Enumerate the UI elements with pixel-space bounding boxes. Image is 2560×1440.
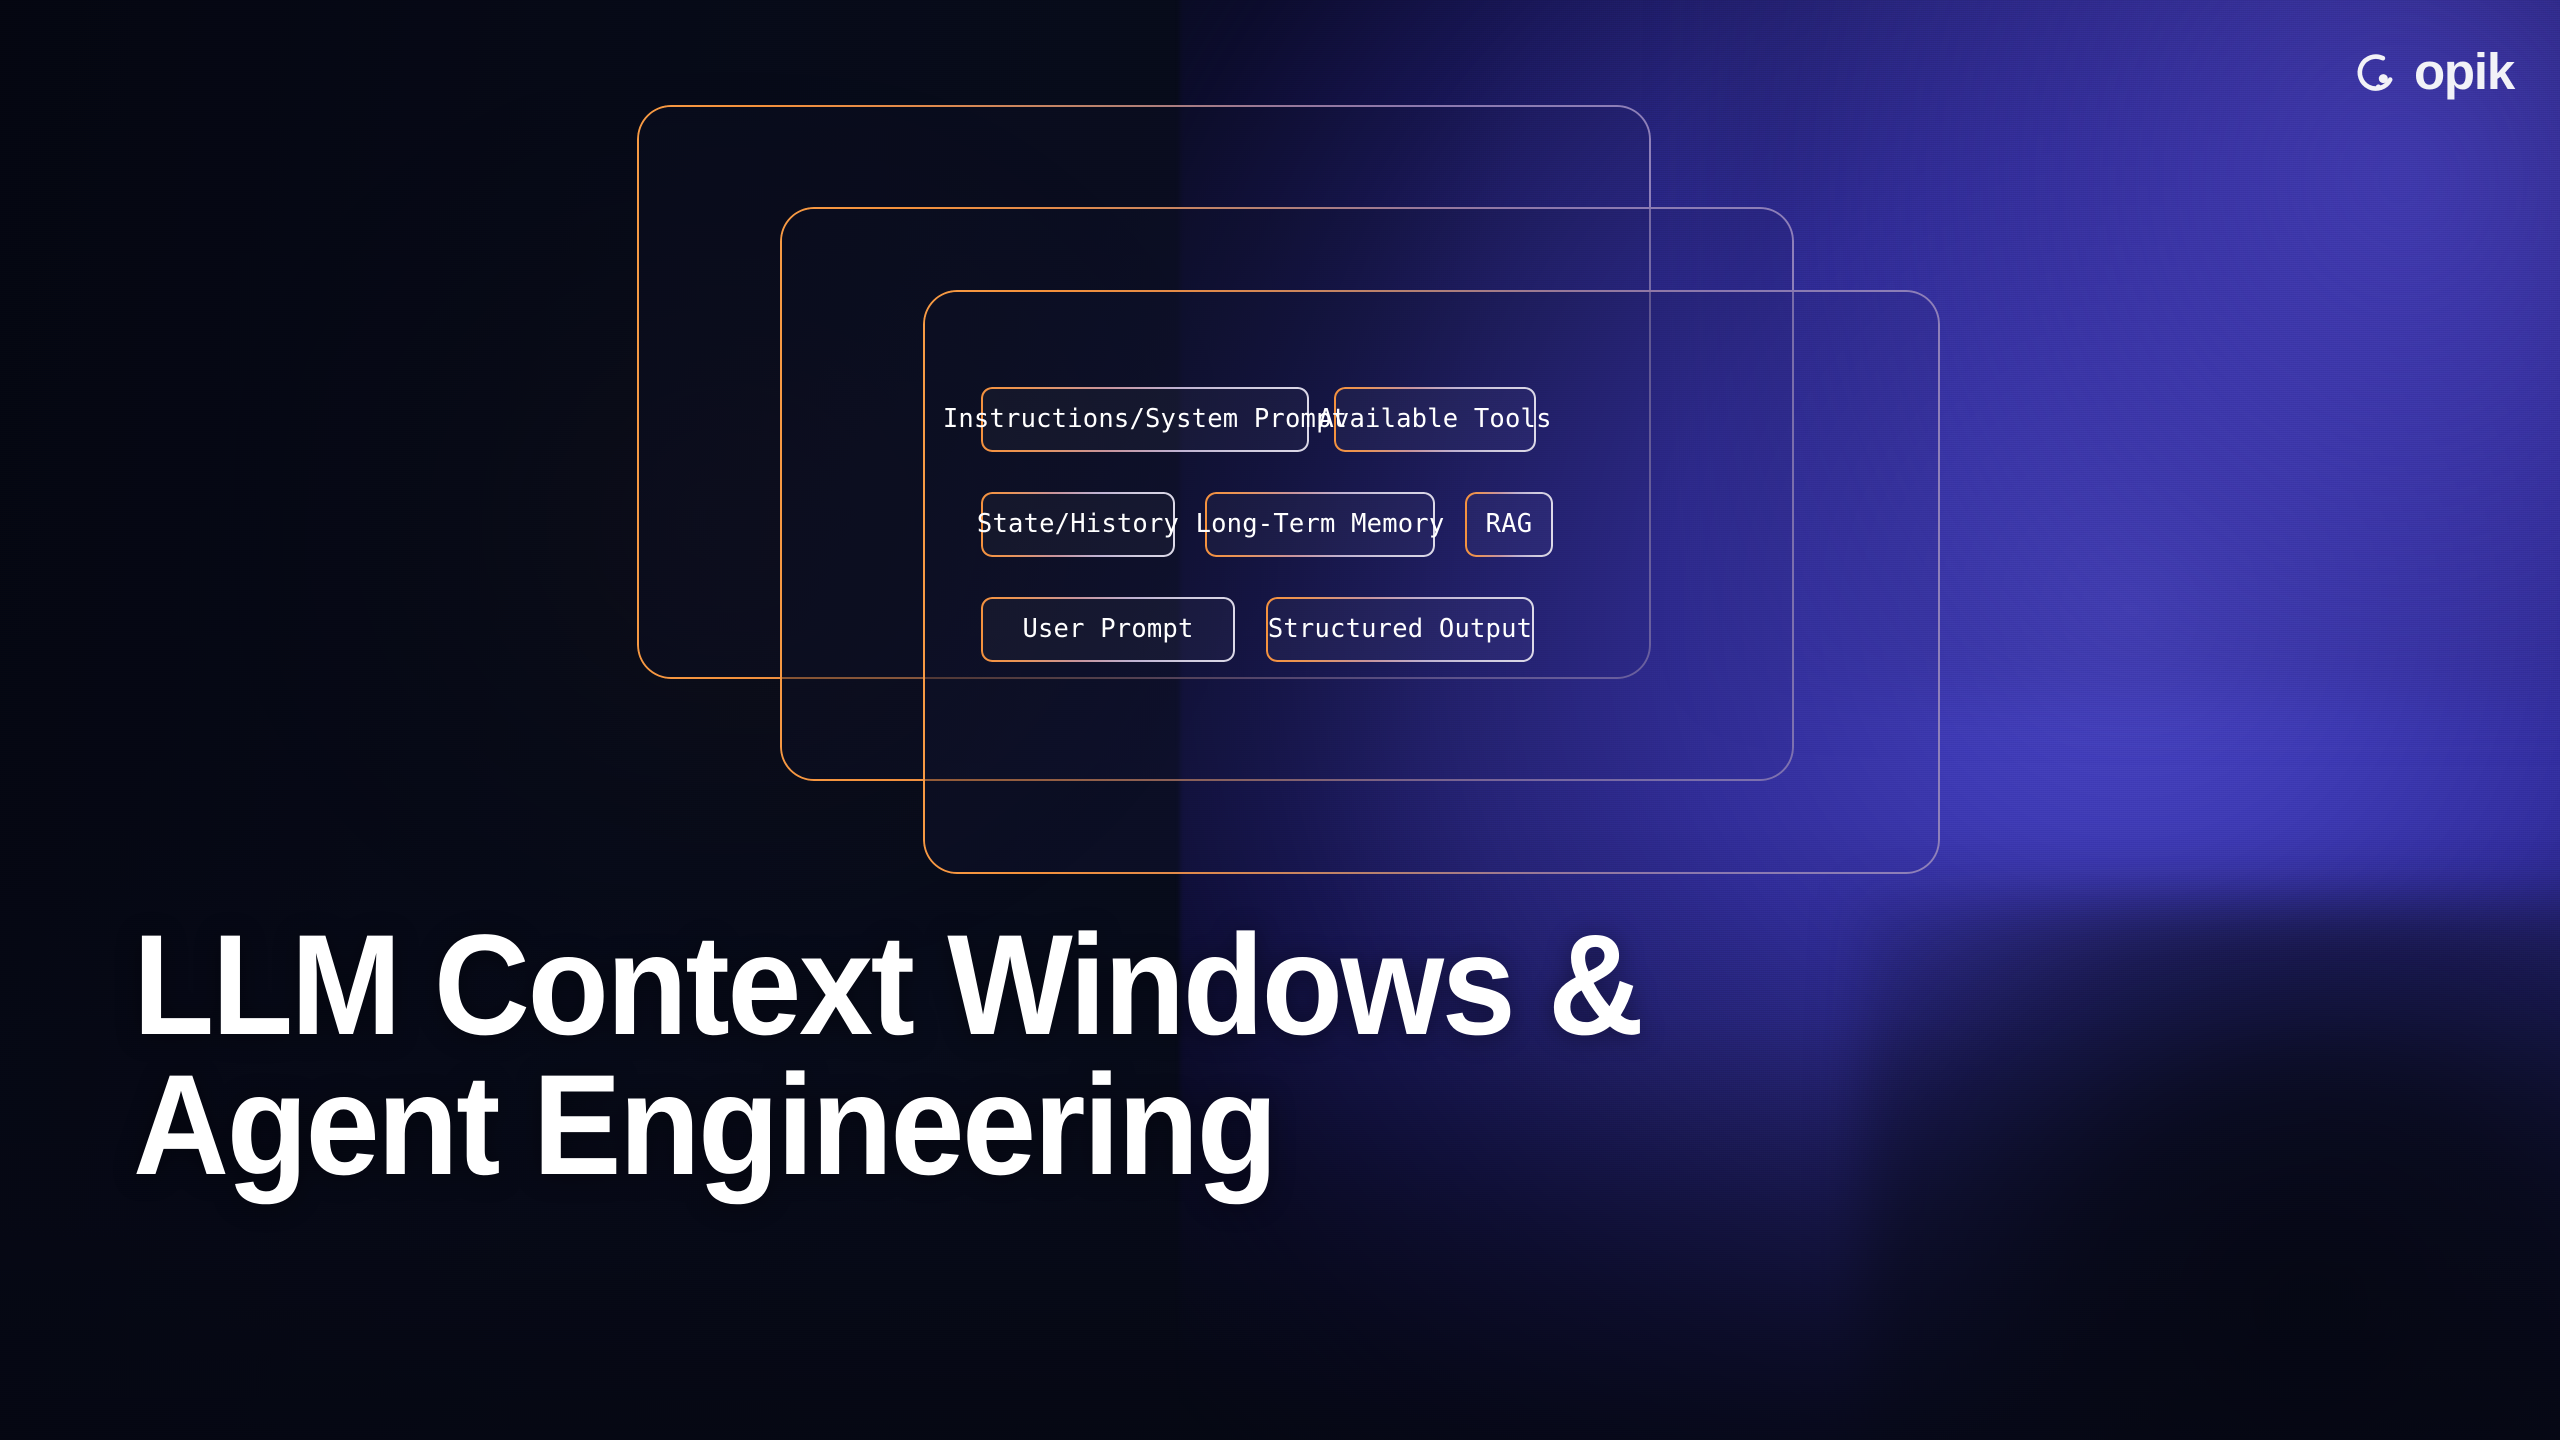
context-block-label: Instructions/System Prompt (942, 403, 1348, 434)
opik-ring-icon (2352, 49, 2400, 97)
context-block-user-prompt[interactable]: User Prompt (981, 597, 1235, 662)
context-block-structured-output[interactable]: Structured Output (1266, 597, 1534, 662)
context-blocks-row-2: State/History Long-Term Memory RAG (977, 492, 1878, 557)
context-block-label: Structured Output (1267, 613, 1533, 644)
context-block-label: RAG (1485, 508, 1533, 539)
page-title-line-1: LLM Context Windows & (133, 905, 1644, 1065)
context-blocks-grid: Instructions/System Prompt Available Too… (923, 290, 1936, 870)
context-block-instructions[interactable]: Instructions/System Prompt (943, 387, 1347, 452)
context-block-label: Available Tools (1318, 403, 1552, 434)
page-title: LLM Context Windows & Agent Engineering (133, 905, 1644, 1206)
context-block-state-history[interactable]: State/History (977, 492, 1179, 557)
opik-wordmark: opik (2413, 43, 2515, 100)
opik-logo[interactable]: opik (2352, 43, 2515, 100)
context-block-label: User Prompt (1022, 613, 1194, 644)
context-block-long-term-memory[interactable]: Long-Term Memory (1196, 492, 1445, 557)
context-blocks-row-1: Instructions/System Prompt Available Too… (943, 387, 1878, 452)
context-block-label: State/History (976, 508, 1180, 539)
context-block-available-tools[interactable]: Available Tools (1318, 387, 1551, 452)
context-block-rag[interactable]: RAG (1465, 492, 1553, 557)
context-blocks-row-3: User Prompt Structured Output (981, 597, 1878, 662)
context-block-label: Long-Term Memory (1195, 508, 1445, 539)
page-title-line-2: Agent Engineering (133, 1046, 1278, 1206)
background-bottom-shade (0, 820, 2560, 1440)
